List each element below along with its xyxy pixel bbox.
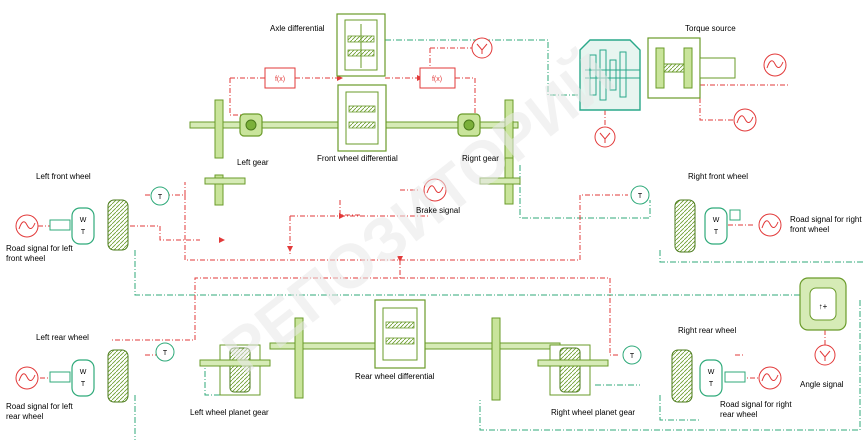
throttle-signal-icon[interactable] [734,109,756,131]
label-torque-source: Torque source [685,24,736,34]
const-signal-icon[interactable] [472,38,492,58]
label-right-rear-wheel: Right rear wheel [678,326,736,336]
torque-signal-icon[interactable] [764,54,786,76]
label-left-wheel-planet-gear: Left wheel planet gear [190,408,269,418]
front-wheel-differential-block[interactable] [338,85,386,151]
fx-left-symbol: f(x) [275,76,285,83]
engine-sensor-icon[interactable] [595,127,615,147]
right-wheel-planet-gear[interactable] [538,345,608,395]
axle-differential-block[interactable] [337,14,385,76]
left-front-wheel[interactable]: W T T [16,187,169,250]
torque-sensor-symbol: T [158,194,163,201]
torque-symbol: T [714,229,719,236]
engine-block[interactable] [580,40,640,110]
right-rear-wheel[interactable]: T W T [623,346,781,402]
torque-symbol: T [81,381,86,388]
signal-arrows [219,75,423,262]
label-brake-signal: Brake signal [416,206,460,216]
brake-signal-icon[interactable] [424,179,446,201]
torque-sensor-symbol: T [630,353,635,360]
label-road-signal-left-front: Road signal for left front wheel [6,244,76,264]
label-left-rear-wheel: Left rear wheel [36,333,89,343]
rear-wheel-differential-block[interactable] [375,300,425,368]
torque-symbol: T [709,381,714,388]
svg-text:↑+: ↑+ [819,302,828,311]
right-gear[interactable] [458,100,520,204]
label-left-front-wheel: Left front wheel [36,172,91,182]
wheel-symbol: W [80,369,87,376]
label-road-signal-right-rear: Road signal for right rear wheel [720,400,800,420]
label-left-gear: Left gear [237,158,269,168]
label-right-gear: Rignt gear [462,154,499,164]
wheel-symbol: W [80,217,87,224]
label-road-signal-left-rear: Road signal for left rear wheel [6,402,76,422]
steering-block[interactable]: ↑+ [800,278,846,330]
left-rear-wheel[interactable]: W T T [16,343,174,402]
fx-block-right[interactable]: f(x) [420,68,455,88]
angle-signal-icon[interactable] [815,345,835,365]
torque-source-block[interactable] [648,38,735,98]
left-wheel-planet-gear[interactable] [200,345,270,395]
fx-block-left[interactable]: f(x) [265,68,295,88]
torque-sensor-symbol: T [638,193,643,200]
label-axle-differential: Axle differential [270,24,325,34]
torque-symbol: T [81,229,86,236]
torque-sensor-symbol: T [163,350,168,357]
label-right-wheel-planet-gear: Right wheel planet gear [551,408,635,418]
label-rear-wheel-differential: Rear wheel differential [355,372,434,382]
left-gear[interactable] [205,100,262,205]
wheel-symbol: W [713,217,720,224]
wheel-symbol: W [708,369,715,376]
label-front-wheel-differential: Front wheel differential [317,154,398,164]
label-road-signal-right-front: Road signal for right front wheel [790,215,863,235]
right-front-wheel[interactable]: T W T [631,186,781,252]
label-angle-signal: Angle signal [800,380,844,390]
label-right-front-wheel: Right front wheel [688,172,748,182]
fx-right-symbol: f(x) [432,76,442,83]
